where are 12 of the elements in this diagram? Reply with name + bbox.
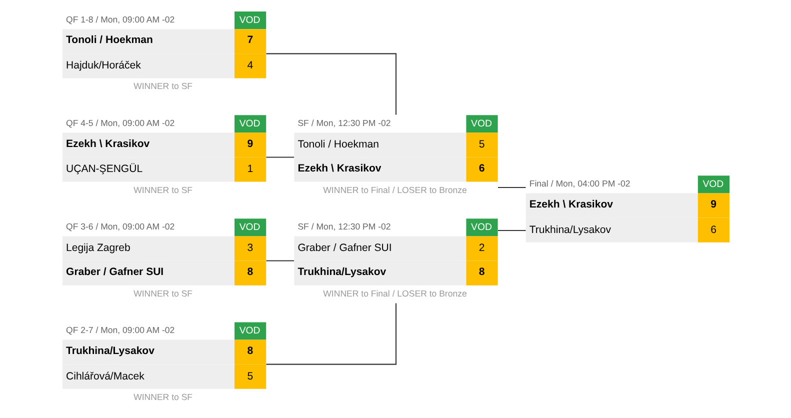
connector — [266, 303, 396, 365]
node-label: WINNER to SF — [133, 392, 192, 402]
node-label: WINNER to SF — [133, 81, 192, 92]
connector — [266, 156, 294, 158]
node-label: WINNER to Final / LOSER to Bronze — [322, 184, 466, 195]
node-label: WINNER to Final / LOSER to Bronze — [322, 288, 466, 298]
node-label: WINNER to SF — [133, 288, 192, 298]
connector — [266, 260, 294, 262]
node-label: WINNER to SF — [133, 184, 192, 195]
connector — [266, 53, 396, 115]
connector — [497, 186, 526, 188]
connector — [497, 230, 526, 232]
